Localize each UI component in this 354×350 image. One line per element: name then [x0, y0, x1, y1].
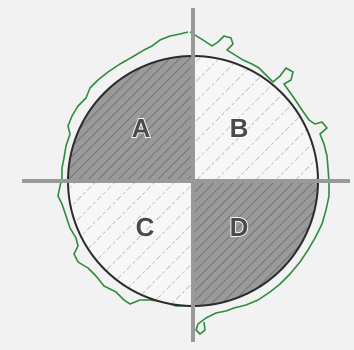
quadrant-d — [193, 181, 318, 306]
quadrant-d-label: D — [230, 212, 249, 242]
quadrant-c-label: C — [136, 212, 155, 242]
quadrant-a-label: A — [132, 113, 151, 143]
quadrant-a — [68, 56, 193, 181]
quadrant-b — [193, 56, 318, 181]
quadrant-b-label: B — [230, 113, 249, 143]
quadrant-c — [68, 181, 193, 306]
